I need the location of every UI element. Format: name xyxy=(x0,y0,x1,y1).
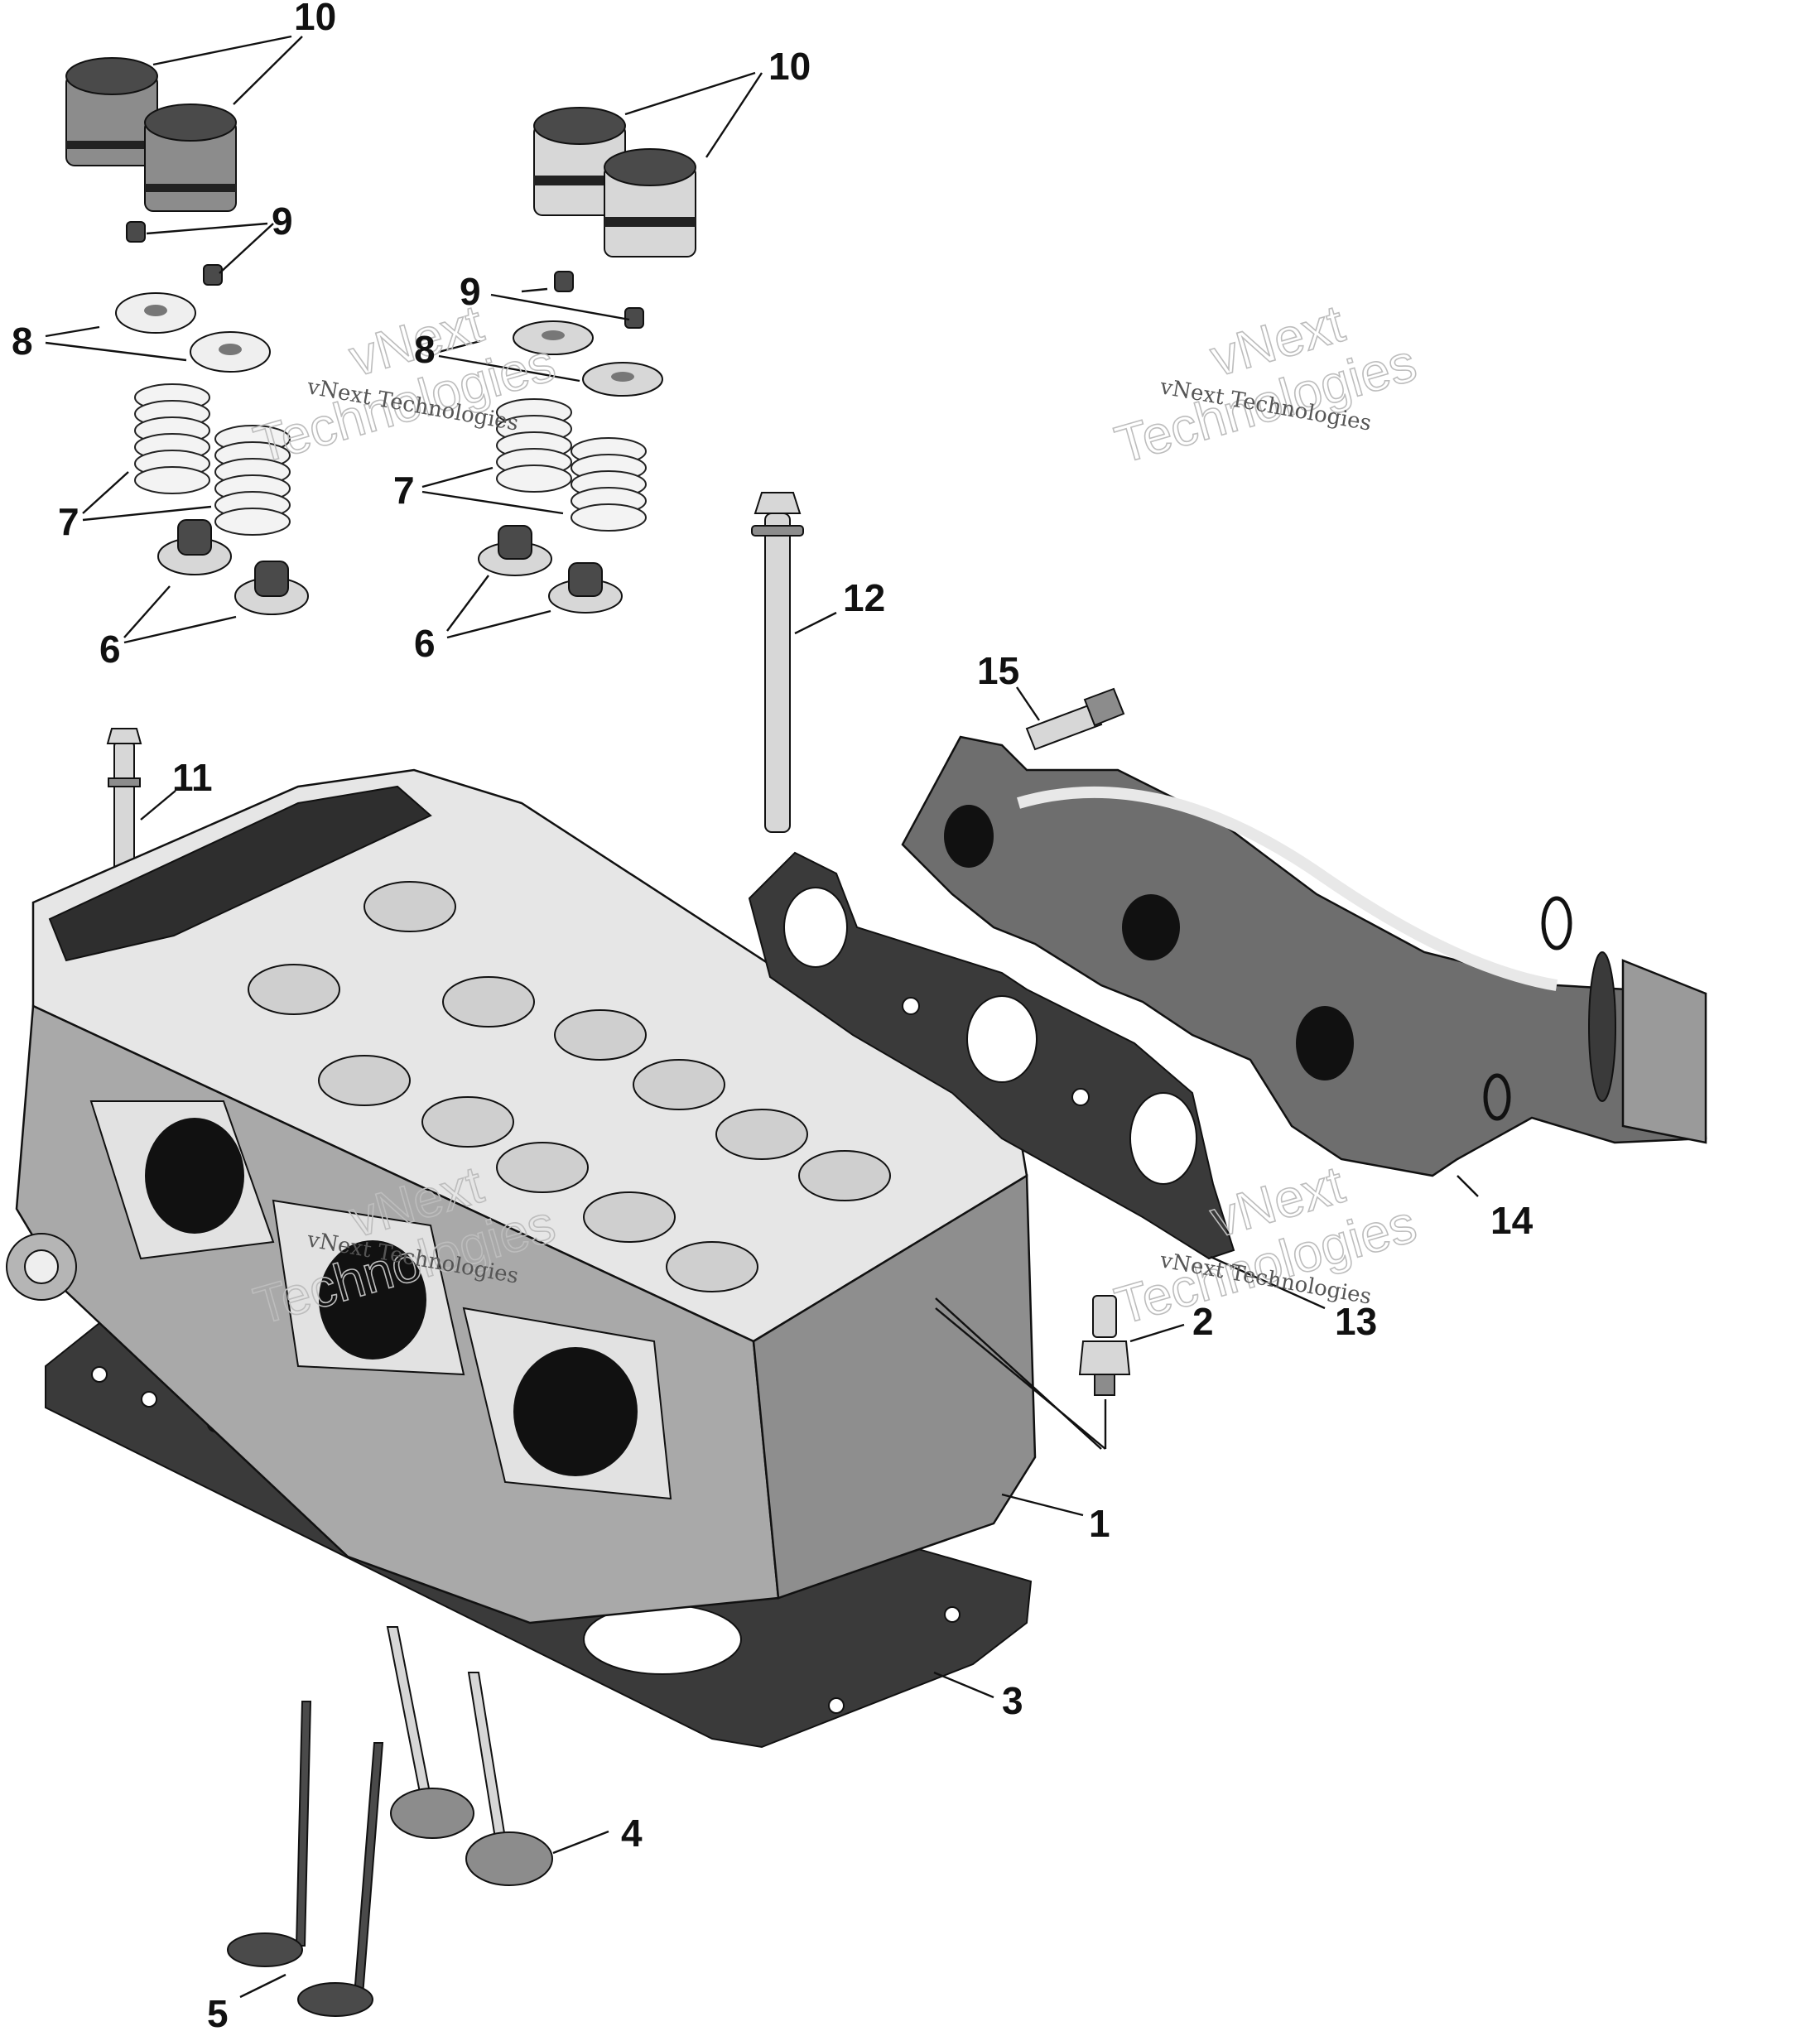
callout-7: 7 xyxy=(393,469,415,512)
tappet-icon xyxy=(144,103,237,212)
valve-icon xyxy=(227,1701,312,1967)
tappet-icon xyxy=(65,57,158,166)
callout-1: 1 xyxy=(1089,1502,1110,1545)
callout-7: 7 xyxy=(58,500,79,543)
exhaust-gasket-icon xyxy=(748,851,1235,1260)
valve-icon xyxy=(386,1626,474,1839)
cylinder-head-icon xyxy=(6,768,1037,1624)
valve-keeper-icon xyxy=(126,221,644,329)
callout-8: 8 xyxy=(12,320,33,363)
callout-6: 6 xyxy=(99,628,121,671)
bolt-icon xyxy=(106,728,142,878)
exhaust-manifold-icon xyxy=(901,735,1707,1177)
bolt-icon xyxy=(1025,687,1125,751)
valve-icon xyxy=(465,1672,553,1886)
leader-lines xyxy=(45,35,1479,1999)
bolt-icon xyxy=(751,492,804,833)
callout-6: 6 xyxy=(414,622,436,665)
callout-9: 9 xyxy=(460,270,481,313)
spring-retainer-icon xyxy=(115,292,663,397)
callout-3: 3 xyxy=(1002,1679,1023,1722)
callout-13: 13 xyxy=(1335,1300,1377,1343)
valve-seal-icon xyxy=(157,519,623,615)
intake-port xyxy=(89,1100,672,1500)
callout-12: 12 xyxy=(843,576,885,619)
callout-2: 2 xyxy=(1192,1300,1214,1343)
callout-11: 11 xyxy=(172,756,213,799)
valve-icon xyxy=(297,1742,384,2017)
callout-14: 14 xyxy=(1490,1199,1534,1242)
tappet-icon xyxy=(533,107,626,216)
callout-10: 10 xyxy=(294,0,336,38)
sensor-icon xyxy=(1078,1295,1131,1396)
callout-9: 9 xyxy=(272,200,293,243)
callout-4: 4 xyxy=(621,1812,643,1855)
tappet-icon xyxy=(604,148,696,257)
callout-labels: 10 10 9 9 8 8 7 7 6 6 11 12 15 14 13 2 1… xyxy=(12,0,1534,2031)
callout-15: 15 xyxy=(977,649,1019,692)
callout-5: 5 xyxy=(207,1992,229,2031)
valve-spring-icon xyxy=(134,383,647,536)
callout-10: 10 xyxy=(768,45,811,88)
callout-8: 8 xyxy=(414,328,436,371)
